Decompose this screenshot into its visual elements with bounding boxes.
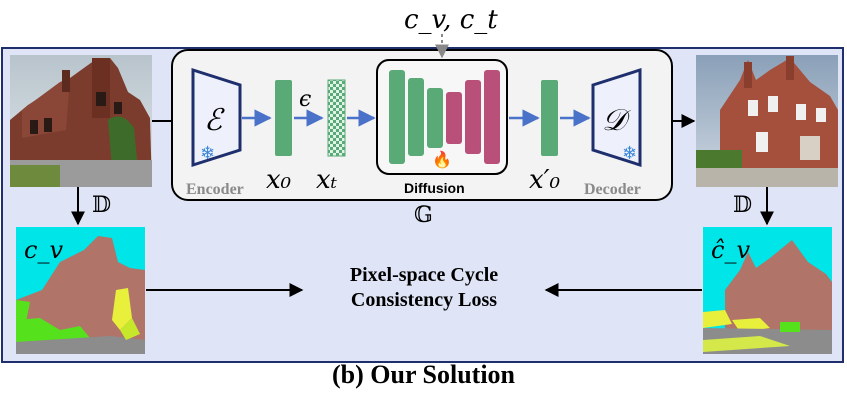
x0-latent bbox=[275, 80, 292, 156]
segmentation-cv-hat bbox=[703, 227, 832, 354]
decoder-label: Decoder bbox=[584, 181, 641, 198]
x0-label: x₀ bbox=[266, 165, 292, 195]
g-label: 𝔾 bbox=[414, 203, 433, 228]
fire-icon: 🔥 bbox=[432, 150, 452, 169]
decoder-snowflake-icon: ❄ bbox=[622, 143, 637, 164]
x0-prime-latent bbox=[541, 80, 558, 156]
left-d-label: 𝔻 bbox=[92, 193, 111, 218]
decoder-block bbox=[591, 67, 642, 168]
input-photo bbox=[10, 55, 152, 187]
figure-caption: (b) Our Solution bbox=[331, 360, 515, 389]
diffusion-unet bbox=[389, 70, 500, 164]
right-d-label: 𝔻 bbox=[733, 193, 752, 218]
diffusion-label: Diffusion bbox=[404, 180, 465, 196]
encoder-symbol: ℰ bbox=[204, 103, 225, 138]
cv-label: c_v bbox=[24, 236, 63, 264]
output-photo bbox=[696, 55, 838, 187]
segmentation-cv bbox=[16, 227, 145, 354]
conditions-label: c_v, c_t bbox=[404, 5, 498, 35]
loss-line2: Consistency Loss bbox=[351, 289, 497, 311]
cv-hat-label: ĉ_v bbox=[711, 236, 750, 264]
xt-label: xₜ bbox=[316, 165, 338, 195]
encoder-block bbox=[191, 67, 242, 168]
loss-line1: Pixel-space Cycle bbox=[350, 264, 498, 286]
x0-prime-label: x′₀ bbox=[529, 165, 561, 195]
epsilon-label: ϵ bbox=[299, 87, 311, 112]
xt-noisy-latent bbox=[327, 79, 346, 157]
encoder-snowflake-icon: ❄ bbox=[200, 143, 215, 164]
encoder-label: Encoder bbox=[186, 181, 244, 198]
